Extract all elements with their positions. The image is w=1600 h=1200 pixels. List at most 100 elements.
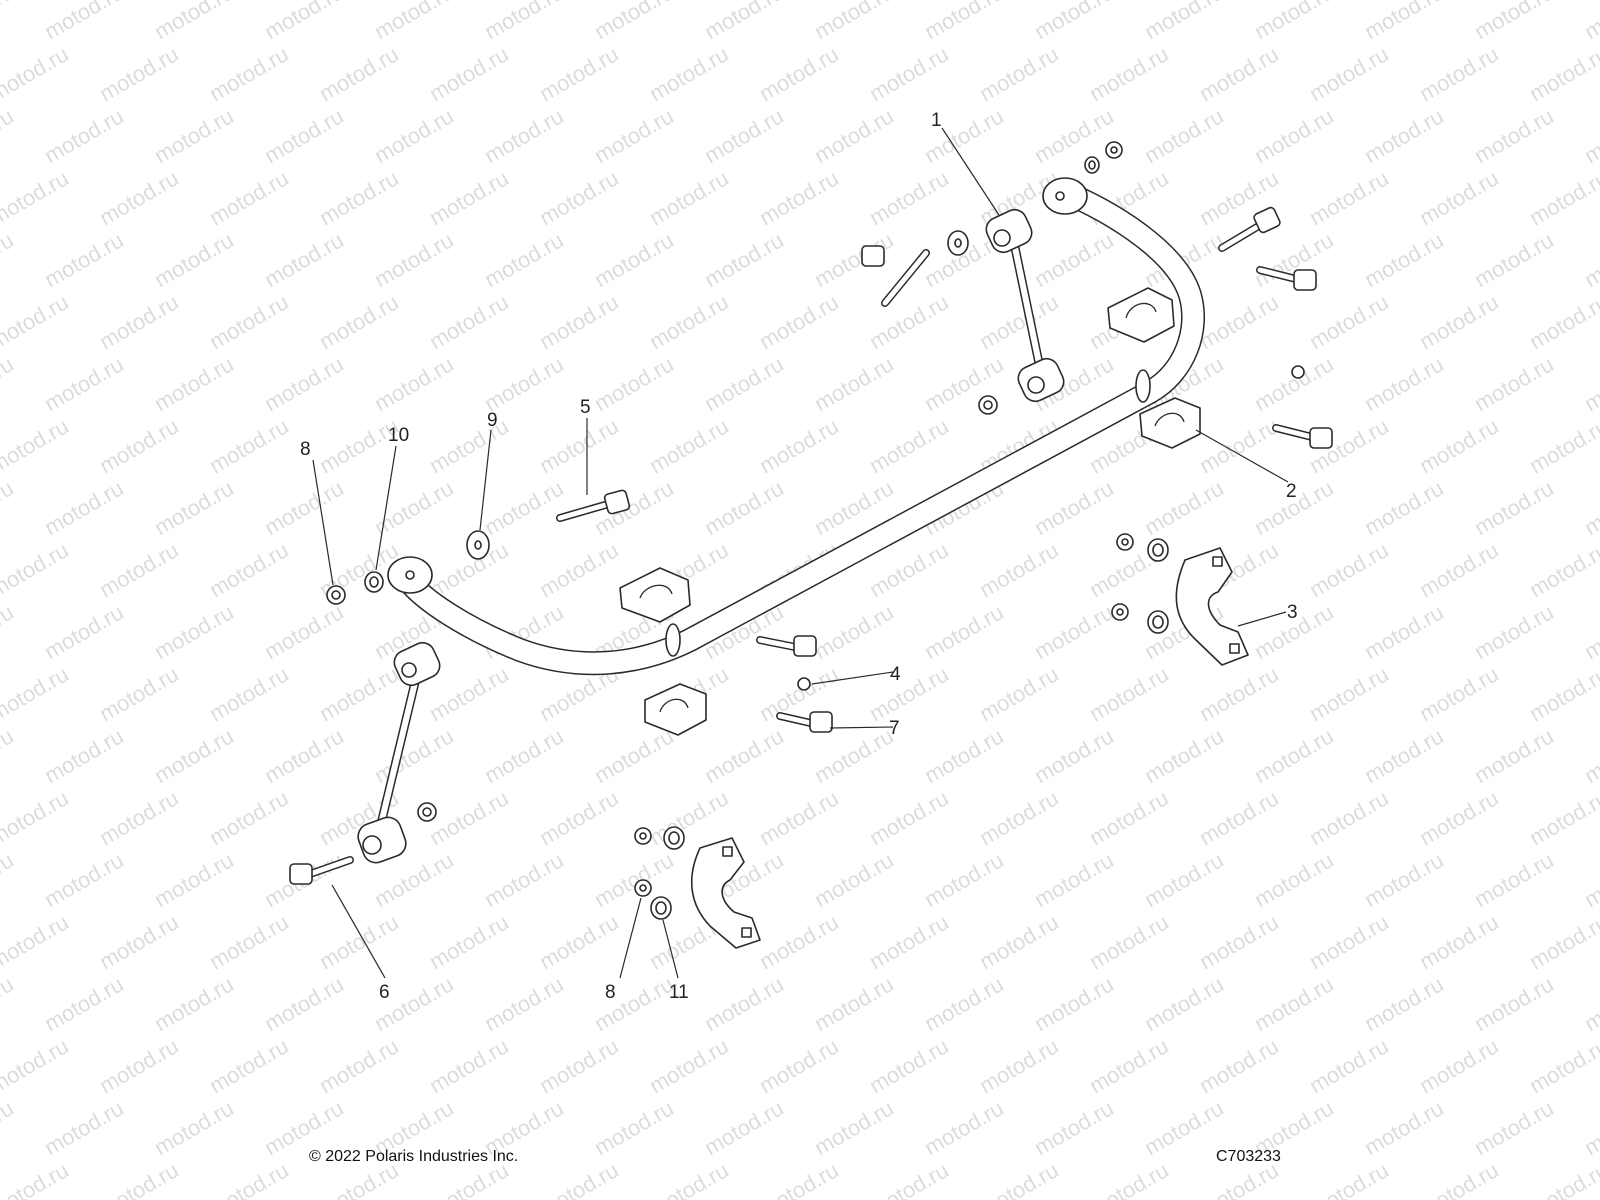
watermark-text: motod.ru [0,537,73,602]
watermark-text: motod.ru [1470,723,1558,788]
watermark-text: motod.ru [205,909,293,974]
watermark-text: motod.ru [370,227,458,292]
watermark-text: motod.ru [535,41,623,106]
callout-3: 3 [1287,602,1298,623]
watermark-text: motod.ru [425,165,513,230]
watermark-text: motod.ru [95,661,183,726]
watermark-text: motod.ru [700,475,788,540]
watermark-text: motod.ru [1360,0,1448,44]
watermark-text: motod.ru [1580,1095,1600,1160]
watermark-text: motod.ru [425,41,513,106]
watermark-text: motod.ru [1195,413,1283,478]
watermark-text: motod.ru [0,165,73,230]
watermark-text: motod.ru [95,165,183,230]
watermark-text: motod.ru [1360,847,1448,912]
diagram-id: C703233 [1216,1148,1281,1165]
watermark-text: motod.ru [425,289,513,354]
callout-5: 5 [580,397,591,418]
watermark-text: motod.ru [95,785,183,850]
watermark-text: motod.ru [40,971,128,1036]
watermark-text: motod.ru [205,165,293,230]
watermark-text: motod.ru [755,1157,843,1200]
watermark-text: motod.ru [425,785,513,850]
watermark-text: motod.ru [205,661,293,726]
watermark-text: motod.ru [535,289,623,354]
callout-8-lower: 8 [605,982,616,1003]
watermark-text: motod.ru [150,475,238,540]
callout-6: 6 [379,982,390,1003]
watermark-text: motod.ru [1250,0,1338,44]
watermark-text: motod.ru [1195,1033,1283,1098]
watermark-text: motod.ru [1305,537,1393,602]
watermark-text: motod.ru [920,599,1008,664]
watermark-text: motod.ru [95,909,183,974]
watermark-text: motod.ru [260,599,348,664]
watermark-text: motod.ru [1470,0,1558,44]
watermark-text: motod.ru [0,413,73,478]
watermark-text: motod.ru [755,785,843,850]
watermark-text: motod.ru [0,41,73,106]
watermark-text: motod.ru [0,103,18,168]
watermark-text: motod.ru [315,289,403,354]
watermark-text: motod.ru [1305,165,1393,230]
watermark-text: motod.ru [1580,599,1600,664]
watermark-text: motod.ru [1580,723,1600,788]
watermark-text: motod.ru [1470,227,1558,292]
watermark-text: motod.ru [0,909,73,974]
watermark-text: motod.ru [40,475,128,540]
leader-lines [312,127,1289,979]
watermark-text: motod.ru [1305,909,1393,974]
watermark-text: motod.ru [1030,103,1118,168]
watermark-text: motod.ru [370,0,458,44]
watermark-text: motod.ru [1415,909,1503,974]
watermark-text: motod.ru [1525,1157,1600,1200]
watermark-text: motod.ru [535,1157,623,1200]
watermark-text: motod.ru [480,971,568,1036]
watermark-text: motod.ru [1580,971,1600,1036]
watermark-text: motod.ru [480,475,568,540]
watermark-text: motod.ru [865,413,953,478]
watermark-text: motod.ru [1140,0,1228,44]
watermark-text: motod.ru [1140,723,1228,788]
copyright-notice: © 2022 Polaris Industries Inc. [309,1148,519,1165]
watermark-text: motod.ru [425,413,513,478]
watermark-text: motod.ru [0,351,18,416]
watermark-text: motod.ru [205,41,293,106]
watermark-text: motod.ru [755,1033,843,1098]
watermark-text: motod.ru [865,165,953,230]
watermark-text: motod.ru [370,723,458,788]
watermark-text: motod.ru [40,103,128,168]
callout-1: 1 [931,110,942,131]
watermark-text: motod.ru [1470,847,1558,912]
watermark-text: motod.ru [150,723,238,788]
watermark-text: motod.ru [1085,1157,1173,1200]
watermark-text: motod.ru [315,165,403,230]
watermark-text: motod.ru [535,1033,623,1098]
watermark-text: motod.ru [40,847,128,912]
watermark-text: motod.ru [480,227,568,292]
watermark-text: motod.ru [1525,785,1600,850]
watermark-text: motod.ru [260,103,348,168]
watermark-text: motod.ru [1305,41,1393,106]
watermark-text: motod.ru [40,1095,128,1160]
hardware [326,141,1305,920]
watermark-text: motod.ru [1415,1157,1503,1200]
watermark-text: motod.ru [700,723,788,788]
watermark-text: motod.ru [150,971,238,1036]
watermark-text: motod.ru [1470,599,1558,664]
watermark-text: motod.ru [1195,909,1283,974]
watermark-text: motod.ru [1305,1157,1393,1200]
watermark-text: motod.ru [975,1033,1063,1098]
watermark-text: motod.ru [1140,103,1228,168]
watermark-text: motod.ru [1085,909,1173,974]
watermark-text: motod.ru [1250,971,1338,1036]
watermark-text: motod.ru [260,227,348,292]
watermark-text: motod.ru [1415,413,1503,478]
bolts [289,206,1333,885]
watermark-text: motod.ru [810,847,898,912]
watermark-text: motod.ru [370,351,458,416]
watermark-text: motod.ru [1360,351,1448,416]
watermark-text: motod.ru [590,351,678,416]
watermark-text: motod.ru [1140,1095,1228,1160]
watermark-text: motod.ru [1140,475,1228,540]
